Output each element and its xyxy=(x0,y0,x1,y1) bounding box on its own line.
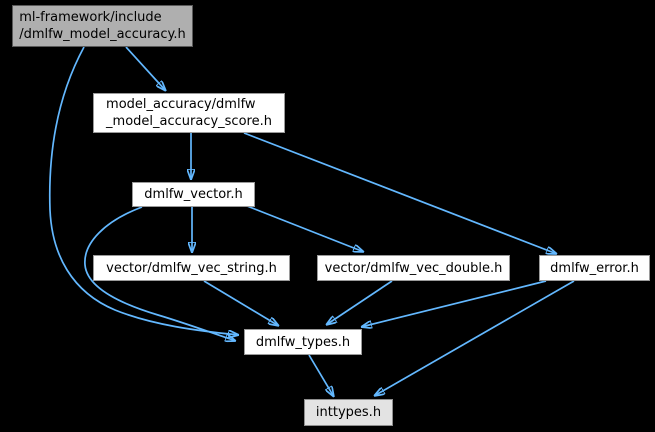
edge-vector-to-types xyxy=(84,206,236,341)
edge-root-to-score xyxy=(125,46,166,91)
node-inttypes-h[interactable]: inttypes.h xyxy=(304,399,393,426)
node-dmlfw-types-h[interactable]: dmlfw_types.h xyxy=(244,329,362,355)
edge-score-to-error xyxy=(243,132,557,254)
edge-root-to-types xyxy=(48,46,239,335)
edge-types-to-inttypes xyxy=(308,354,334,397)
node-dmlfw-model-accuracy-score-h[interactable]: model_accuracy/dmlfw _model_accuracy_sco… xyxy=(93,93,285,133)
node-dmlfw-vec-string-h[interactable]: vector/dmlfw_vec_string.h xyxy=(93,255,290,281)
edge-error-to-inttypes xyxy=(374,280,575,396)
node-dmlfw-vector-h[interactable]: dmlfw_vector.h xyxy=(132,182,255,207)
edge-vecstring-to-types xyxy=(203,280,279,326)
edge-vecdouble-to-types xyxy=(326,280,393,325)
edge-vector-to-vecdouble xyxy=(246,205,364,252)
node-dmlfw-vec-double-h[interactable]: vector/dmlfw_vec_double.h xyxy=(317,255,510,281)
edge-error-to-types xyxy=(361,280,547,327)
node-dmlfw-model-accuracy-h[interactable]: ml-framework/include /dmlfw_model_accura… xyxy=(12,5,193,47)
node-dmlfw-error-h[interactable]: dmlfw_error.h xyxy=(539,255,650,281)
